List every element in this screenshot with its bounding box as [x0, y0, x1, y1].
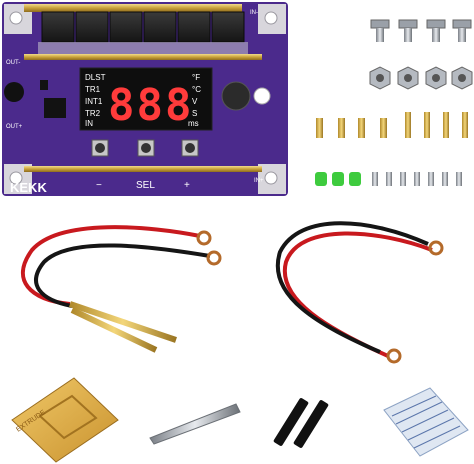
nut-icon — [369, 66, 391, 90]
screw-icon — [372, 172, 378, 186]
screw-icon — [386, 172, 392, 186]
capacitor-cap — [253, 87, 271, 105]
screw-icon-group — [370, 19, 472, 42]
nut-icon — [425, 66, 447, 90]
pen-icon — [70, 307, 158, 353]
in-minus-label: IN- — [250, 10, 258, 16]
small-chip — [40, 80, 48, 90]
wire-icon — [34, 243, 211, 308]
screw-icon — [456, 172, 462, 186]
small-screws — [372, 172, 462, 186]
screw-icon — [370, 19, 390, 42]
wire-icon — [275, 221, 429, 354]
wire-icon — [282, 231, 433, 358]
unit-s: S — [192, 109, 197, 118]
pcb-board: DLST TR1 INT1 TR2 IN 888 °F °C V S ms KE… — [2, 2, 288, 196]
standoff-icon — [405, 112, 411, 138]
nut-icon — [397, 66, 419, 90]
minus-label: − — [96, 180, 102, 191]
display-left-labels: DLST TR1 INT1 TR2 IN — [85, 73, 106, 128]
green-foot — [315, 172, 327, 186]
screw-icon — [414, 172, 420, 186]
capacitor — [221, 81, 251, 111]
push-buttons — [91, 139, 199, 157]
nickel-strip-icon — [383, 387, 469, 457]
standoff-icon — [338, 118, 345, 138]
middle-bus-bar — [24, 54, 262, 60]
nut-icon — [451, 66, 473, 90]
mosfet — [211, 11, 245, 43]
rubber-feet — [315, 172, 361, 186]
standoff-icon — [443, 112, 449, 138]
label-in: IN — [85, 119, 93, 128]
wire-icon — [20, 225, 201, 306]
sel-label: SEL — [136, 180, 155, 191]
ring-terminal — [196, 230, 212, 246]
buzzer — [4, 82, 24, 102]
ring-terminal — [428, 240, 444, 256]
top-bus-bar — [24, 4, 242, 12]
mosfet — [143, 11, 177, 43]
green-foot — [332, 172, 344, 186]
display-right-units: °F °C V S ms — [188, 73, 201, 128]
display-digits: 888 — [108, 80, 193, 131]
unit-v: V — [192, 97, 198, 106]
mosfet — [41, 11, 75, 43]
standoff-icon — [358, 118, 365, 138]
green-foot — [349, 172, 361, 186]
unit-f: °F — [192, 73, 200, 82]
screw-icon — [442, 172, 448, 186]
screw-icon — [426, 19, 446, 42]
mosfet-row — [41, 11, 245, 43]
mosfet-legs — [38, 42, 248, 54]
standoff-icon — [380, 118, 387, 138]
jig-icon: EXTRUDE — [11, 377, 119, 463]
screw-icon — [400, 172, 406, 186]
brand-label: KEKK — [10, 180, 47, 195]
screw-icon — [398, 19, 418, 42]
ring-terminal — [386, 348, 402, 364]
mount-hole — [9, 171, 23, 185]
mosfet — [177, 11, 211, 43]
mosfet — [109, 11, 143, 43]
out-minus-label: OUT- — [6, 60, 20, 66]
mount-hole — [9, 11, 23, 25]
tweezers-icon — [149, 403, 241, 445]
standoff-icon — [424, 112, 430, 138]
in-plus-label: IN+ — [254, 178, 264, 184]
mount-hole — [264, 11, 278, 25]
standoff-icon — [316, 118, 323, 138]
standoff-icon — [462, 112, 468, 138]
pen-icon — [69, 301, 177, 343]
mount-hole — [264, 171, 278, 185]
ring-terminal — [206, 250, 222, 266]
welding-cable — [275, 221, 444, 364]
plus-label: + — [184, 180, 190, 191]
label-dlst: DLST — [85, 73, 106, 82]
label-int1: INT1 — [85, 97, 103, 106]
heatshrink-icon — [273, 398, 329, 448]
seven-segment-display — [79, 67, 213, 131]
bottom-bus-bar — [24, 166, 262, 172]
screw-icon — [452, 19, 472, 42]
ic-chip — [44, 98, 66, 118]
screw-icon — [428, 172, 434, 186]
label-tr2: TR2 — [85, 109, 101, 118]
label-tr1: TR1 — [85, 85, 101, 94]
standoff-icon-group — [316, 112, 468, 138]
unit-c: °C — [192, 85, 201, 94]
mosfet — [75, 11, 109, 43]
out-plus-label: OUT+ — [6, 124, 23, 130]
welding-pen-cables — [20, 225, 222, 353]
nut-icon-group — [369, 66, 473, 90]
unit-ms: ms — [188, 119, 199, 128]
